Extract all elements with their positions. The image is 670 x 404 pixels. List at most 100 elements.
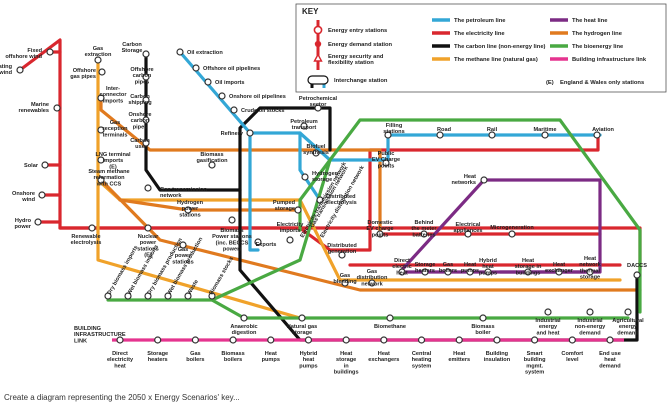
station-label-road: Road (437, 127, 452, 133)
footer-station (342, 336, 350, 344)
station-petro (314, 104, 322, 112)
station-floating (16, 66, 24, 74)
station-biopow (228, 216, 236, 224)
station-offcarb (142, 73, 150, 81)
footer-station (304, 336, 313, 344)
station-refinery (246, 129, 254, 137)
map-line (96, 178, 302, 320)
station-label-microgen: Microgeneration (490, 225, 534, 231)
station-heatstorb (524, 268, 532, 276)
station-oncarb (142, 116, 150, 124)
entry-station-icon (313, 25, 323, 35)
station-label-exports: Exports (256, 242, 277, 248)
station-exports (254, 238, 262, 246)
station-renelec (88, 224, 96, 232)
station-oilimp (204, 78, 212, 86)
station-label-floating: Floatingoffshore wind (0, 64, 13, 76)
footer-station (531, 336, 539, 344)
station-biometh (386, 314, 394, 322)
station-road (436, 131, 444, 139)
station-filling (384, 131, 392, 139)
station-distelec (316, 196, 324, 204)
station-label-onoil: Onshore oil pipelines (229, 94, 286, 100)
station-onoil (218, 92, 226, 100)
footer-station (191, 336, 199, 344)
map-line (99, 96, 382, 234)
station-label-daccs: DACCS (627, 263, 647, 269)
station-label-solar: Solar (24, 163, 39, 169)
station-biofuel (312, 149, 320, 157)
station-carbship (142, 96, 150, 104)
flexibility-station-icon (313, 53, 323, 62)
station-offoil (192, 64, 200, 72)
station-pubev (382, 159, 390, 167)
station-gaspow (179, 241, 187, 249)
station-label-oilimp: Oil imports (215, 80, 245, 86)
station-biostock (208, 292, 216, 300)
key-line-label: The electricity line (454, 31, 505, 37)
station-pumped (294, 206, 302, 214)
footer-station (380, 336, 388, 344)
map-line (178, 50, 260, 252)
footer-station (229, 336, 237, 344)
key-note-marker: (E) (546, 80, 554, 86)
station-microgen (508, 230, 516, 238)
station-elecimp (286, 236, 294, 244)
footer-station (417, 336, 426, 344)
key-line-label: The methane line (natural gas) (454, 57, 538, 63)
station-storheat (421, 268, 429, 276)
map-line (106, 118, 642, 314)
station-indnon (586, 308, 594, 316)
key-line-label: The carbon line (non-energy line) (454, 44, 546, 50)
station-dirheat (398, 268, 406, 276)
key-note: England & Wales only stations (560, 80, 644, 86)
station-heatpumps (466, 268, 474, 276)
footer-station (606, 336, 614, 344)
station-drybio (104, 292, 112, 300)
key-symbol-entry: Energy entry stations (328, 28, 387, 34)
station-oilext (176, 48, 184, 56)
station-nuclear (144, 224, 152, 232)
station-anaer (240, 314, 248, 322)
key-line-label: Building infrastructure link (572, 57, 647, 63)
key-line-label: The heat line (572, 18, 608, 24)
station-distgen (338, 251, 346, 259)
